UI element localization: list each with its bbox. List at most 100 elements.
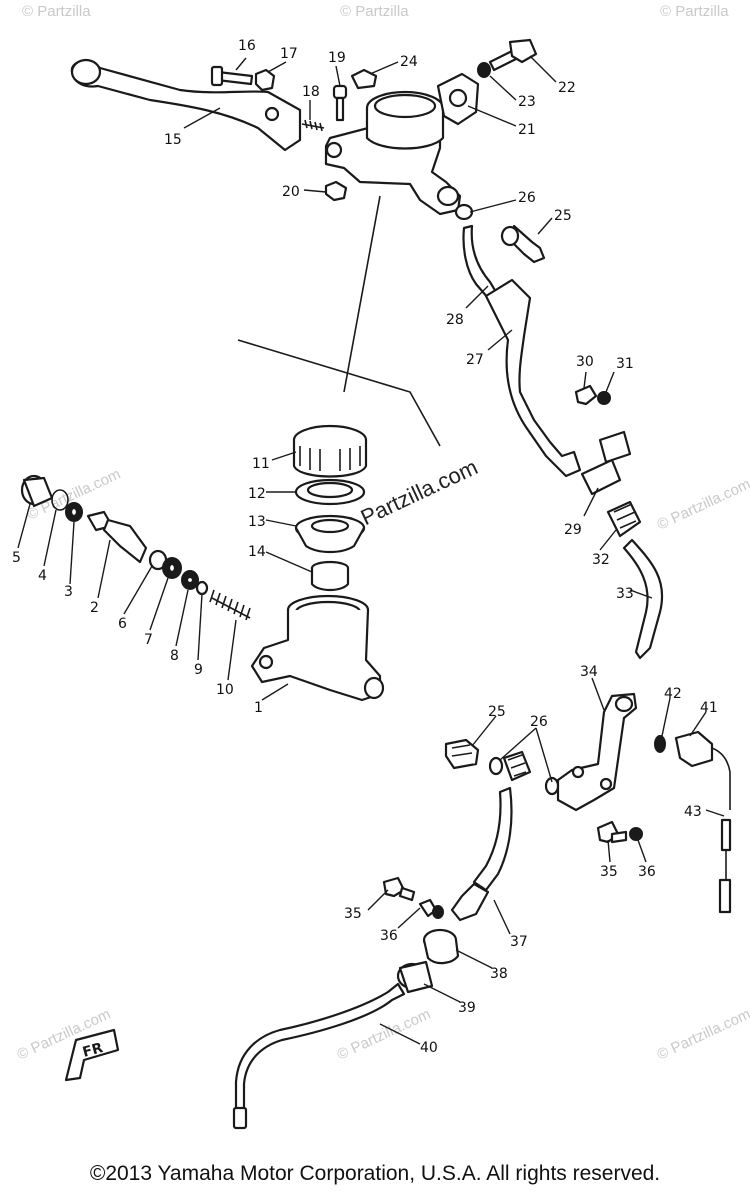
cup-7 <box>162 557 182 579</box>
callout-25-upper: 25 <box>554 208 572 224</box>
callout-36-lower: 36 <box>380 928 398 944</box>
lever-nut-17 <box>254 68 276 92</box>
bolt-35-upper <box>596 820 628 844</box>
union-bolt-25-lower <box>444 738 480 770</box>
watermark-right-middle: © Partzilla.com <box>655 476 750 534</box>
spring-seat-8 <box>181 570 199 590</box>
callout-35-upper: 35 <box>600 864 618 880</box>
callout-19: 19 <box>328 50 346 66</box>
brake-hose-37 <box>450 786 513 922</box>
grommet-32 <box>606 500 642 538</box>
callout-1: 1 <box>254 700 263 716</box>
brake-hose-28-upper <box>462 224 582 478</box>
callout-26-lower: 26 <box>530 714 548 730</box>
watermark-bottom-right: © Partzilla.com <box>655 1006 750 1064</box>
grommet-39 <box>396 960 434 994</box>
brake-pipe-33 <box>622 538 664 660</box>
float-14 <box>310 560 350 592</box>
callout-29: 29 <box>564 522 582 538</box>
callout-15: 15 <box>164 132 182 148</box>
callout-14: 14 <box>248 544 266 560</box>
callout-41: 41 <box>700 700 718 716</box>
callout-numbers: 15 16 17 18 19 24 20 21 22 23 25 26 28 2… <box>12 38 718 1056</box>
boot-5 <box>20 474 54 508</box>
master-cylinder-body-1 <box>250 594 385 702</box>
callout-18: 18 <box>302 84 320 100</box>
nut-31 <box>597 391 611 405</box>
bracket-29 <box>580 430 632 496</box>
seat-9 <box>195 580 209 596</box>
bolt-22 <box>488 38 538 72</box>
callout-11: 11 <box>252 456 270 472</box>
callout-17: 17 <box>280 46 298 62</box>
callout-6: 6 <box>118 616 127 632</box>
callout-4: 4 <box>38 568 47 584</box>
callout-38: 38 <box>490 966 508 982</box>
callout-26-upper: 26 <box>518 190 536 206</box>
plate-12 <box>294 478 366 506</box>
master-cylinder-upper <box>324 90 462 216</box>
watermark-top-left: © Partzilla <box>22 3 91 20</box>
washer-42 <box>654 735 666 753</box>
fr-mark-label: FR <box>81 1040 105 1061</box>
bolt-35-lower <box>382 876 416 902</box>
nut-36-upper <box>629 827 643 841</box>
callout-10: 10 <box>216 682 234 698</box>
clamp-38 <box>422 928 460 965</box>
three-way-joint-34 <box>556 692 638 812</box>
lever-bolt-16 <box>210 65 254 87</box>
callout-25-lower: 25 <box>488 704 506 720</box>
callout-43: 43 <box>684 804 702 820</box>
callout-31: 31 <box>616 356 634 372</box>
explode-bracket <box>237 339 441 447</box>
brake-switch-41 <box>674 730 731 810</box>
callout-40: 40 <box>420 1040 438 1056</box>
plug-24 <box>350 68 378 90</box>
callout-32: 32 <box>592 552 610 568</box>
callout-5: 5 <box>12 550 21 566</box>
callout-35-lower: 35 <box>344 906 362 922</box>
circlip-4 <box>51 489 69 511</box>
gasket-26-lower <box>488 756 560 796</box>
callout-13: 13 <box>248 514 266 530</box>
callout-3: 3 <box>64 584 73 600</box>
callout-22: 22 <box>558 80 576 96</box>
callout-27: 27 <box>466 352 484 368</box>
callout-8: 8 <box>170 648 179 664</box>
callout-39: 39 <box>458 1000 476 1016</box>
switch-lead-43 <box>718 818 732 914</box>
callout-42: 42 <box>664 686 682 702</box>
piston-2 <box>86 510 148 564</box>
cap-21 <box>436 72 480 126</box>
diaphragm-13 <box>294 514 366 554</box>
leader-lines <box>17 55 725 1045</box>
hose-fitting-lower <box>502 750 532 782</box>
callout-37: 37 <box>510 934 528 950</box>
copyright-notice: ©2013 Yamaha Motor Corporation, U.S.A. A… <box>89 1162 661 1185</box>
explode-line-upper <box>343 195 381 393</box>
nut-20 <box>324 180 348 202</box>
callout-7: 7 <box>144 632 153 648</box>
brake-lever-15 <box>70 58 302 152</box>
callout-20: 20 <box>282 184 300 200</box>
callout-30: 30 <box>576 354 594 370</box>
callout-23: 23 <box>518 94 536 110</box>
nut-36-lower <box>418 898 444 919</box>
reservoir-cap-11 <box>292 424 368 478</box>
callout-34: 34 <box>580 664 598 680</box>
watermark-top-center: © Partzilla <box>340 3 409 20</box>
watermark-top-right: © Partzilla <box>660 3 729 20</box>
gasket-26-upper <box>454 203 520 247</box>
washer-3 <box>65 502 83 522</box>
front-direction-mark: FR <box>64 1028 120 1082</box>
screw-30 <box>574 384 598 406</box>
spring-10 <box>209 589 251 621</box>
callout-24: 24 <box>400 54 418 70</box>
switch-screw-19 <box>332 84 348 122</box>
callout-36-upper: 36 <box>638 864 656 880</box>
callout-9: 9 <box>194 662 203 678</box>
callout-2: 2 <box>90 600 99 616</box>
washer-23 <box>477 62 491 78</box>
callout-33: 33 <box>616 586 634 602</box>
